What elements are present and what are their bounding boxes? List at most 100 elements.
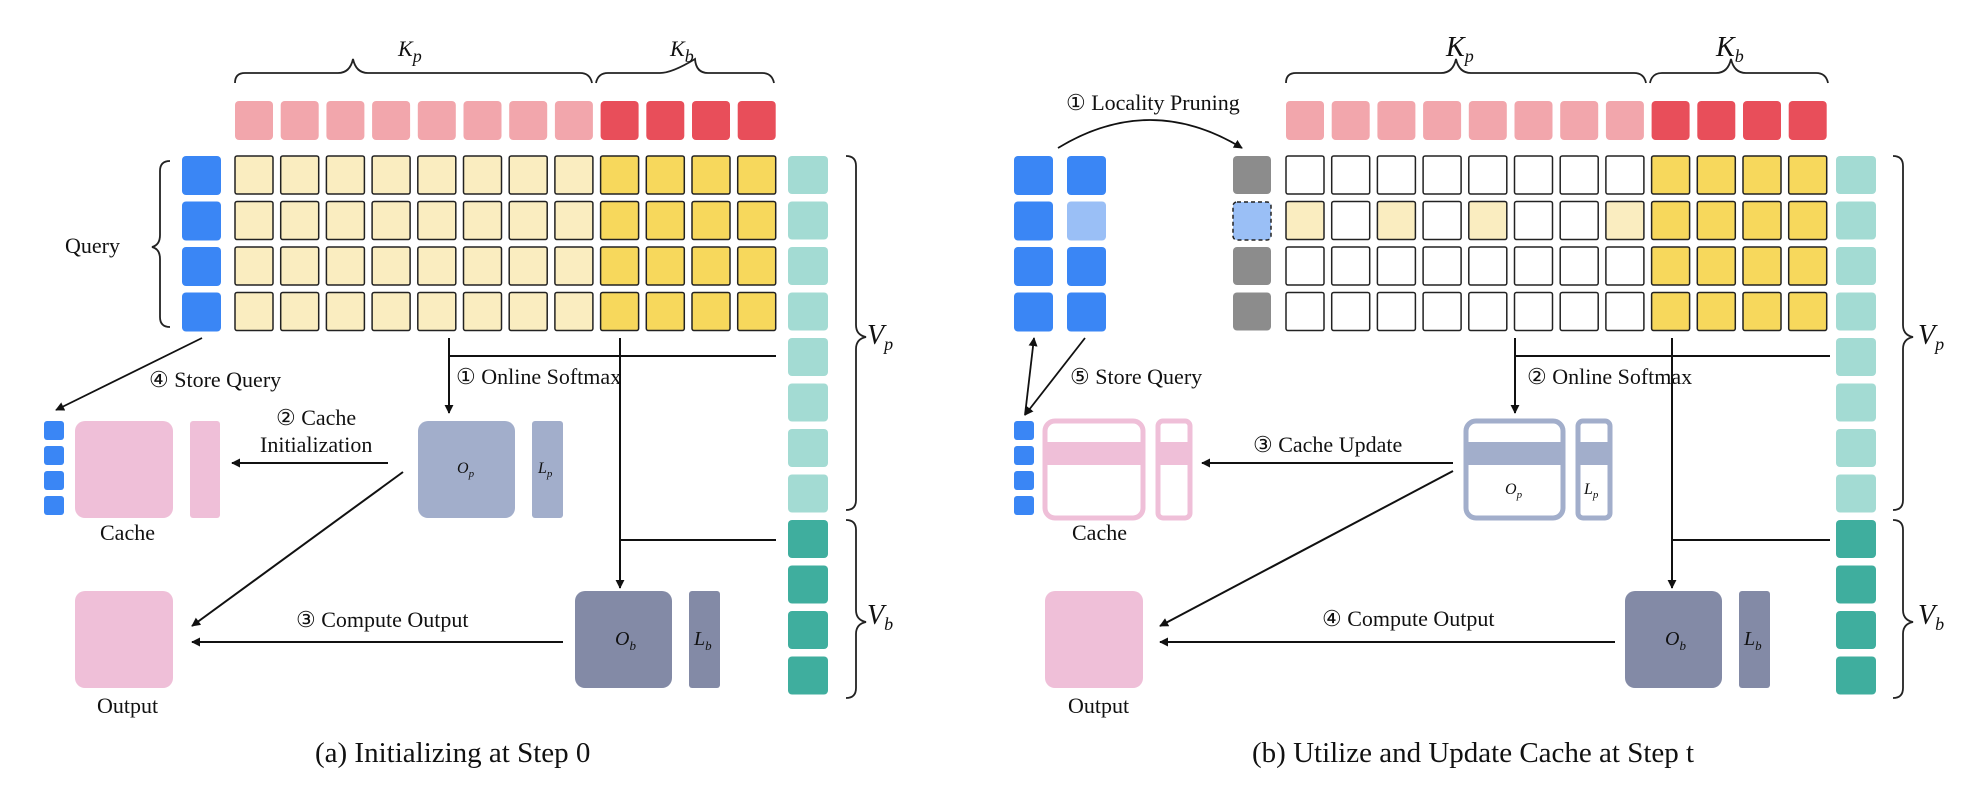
attn-prefix-cell <box>279 246 320 286</box>
attn-block-cell <box>691 200 731 241</box>
key-prefix-cell <box>463 101 502 140</box>
attn-prefix-cell <box>1513 291 1554 332</box>
key-block-cell <box>1651 101 1690 140</box>
locality-pruning-label: ① Locality Pruning <box>1066 90 1240 115</box>
value-prefix-cell <box>788 156 828 194</box>
masked-query-cell <box>1233 247 1271 285</box>
cache-norm-bar <box>1155 418 1193 521</box>
attn-block-cell <box>1696 246 1737 286</box>
attn-block-cell <box>1650 200 1691 241</box>
key-block-cell <box>692 101 730 140</box>
value-prefix-cell <box>788 429 828 467</box>
vb-label: Vb <box>867 600 893 634</box>
attn-prefix-cell <box>325 291 366 332</box>
lb-bar <box>1739 591 1770 688</box>
attn-block-cell <box>691 246 731 286</box>
value-block-cell <box>788 520 828 558</box>
attn-prefix-cell <box>279 155 320 195</box>
attn-prefix-cell <box>1513 200 1554 241</box>
attn-prefix-cell <box>554 291 594 332</box>
key-prefix-cell <box>280 101 319 140</box>
attn-block-cell <box>645 291 686 332</box>
attn-prefix-cell <box>1330 155 1371 195</box>
query-label: Query <box>65 233 120 258</box>
panel-a-initializing: Kp Kb Query Vp Vb ① Online Softmax <box>44 36 893 769</box>
kb-label: Kb <box>669 36 694 66</box>
stored-query-cell <box>44 496 64 515</box>
value-block-cell <box>1836 656 1876 695</box>
attn-block-cell <box>691 155 731 195</box>
attn-block-cell <box>1742 291 1782 332</box>
stored-query-cell <box>44 471 64 490</box>
attn-block-cell <box>1787 246 1828 286</box>
attn-block-cell <box>1650 246 1691 286</box>
masked-query-cell <box>1233 156 1271 194</box>
value-prefix-cell <box>1836 383 1876 422</box>
attn-block-cell <box>1650 155 1691 195</box>
cache-init-label-2: Initialization <box>260 432 372 457</box>
query-cell <box>1067 247 1106 286</box>
attn-block-cell <box>1787 200 1828 241</box>
key-prefix-cell <box>1560 101 1599 140</box>
online-softmax-label: ② Online Softmax <box>1527 364 1692 389</box>
attn-prefix-cell <box>234 246 274 286</box>
stored-query-cell <box>1014 421 1034 440</box>
value-column <box>1836 156 1876 695</box>
store-query-label: ⑤ Store Query <box>1070 364 1202 389</box>
query-cell <box>182 156 221 195</box>
query-cell <box>182 292 221 332</box>
key-prefix-cell <box>326 101 365 140</box>
attn-block-cell <box>1696 291 1737 332</box>
output-block <box>75 591 173 688</box>
pruned-slot-cell <box>1232 201 1272 241</box>
value-prefix-cell <box>1836 201 1876 240</box>
attn-prefix-cell <box>1285 155 1325 195</box>
key-prefix-cell <box>1468 101 1507 140</box>
key-block-cell <box>737 101 776 140</box>
kp-brace <box>1285 58 1647 84</box>
attn-prefix-cell <box>508 246 548 286</box>
query-brace <box>151 160 171 328</box>
attn-block-cell <box>1650 291 1691 332</box>
store-query-arrow <box>1024 337 1086 416</box>
load-query-arrow <box>1024 337 1038 416</box>
attn-prefix-cell <box>1285 200 1325 241</box>
attn-prefix-cell <box>1513 155 1554 195</box>
vp-brace <box>845 155 867 511</box>
attn-prefix-cell <box>417 155 457 195</box>
attn-prefix-cell <box>462 291 503 332</box>
attn-prefix-cell <box>1422 200 1462 241</box>
ob-block <box>575 591 672 688</box>
attn-prefix-cell <box>1559 200 1599 241</box>
value-prefix-cell <box>788 247 828 285</box>
ob-label: Ob <box>615 628 636 653</box>
attn-prefix-cell <box>508 291 548 332</box>
attn-prefix-cell <box>234 291 274 332</box>
value-prefix-cell <box>788 383 828 422</box>
kp-label: Kp <box>397 36 422 66</box>
attn-block-cell <box>1742 200 1782 241</box>
kb-brace <box>1649 58 1829 84</box>
query-cell <box>182 247 221 286</box>
attn-prefix-cell <box>325 200 366 241</box>
key-prefix-cell <box>372 101 411 140</box>
attn-prefix-cell <box>1513 246 1554 286</box>
stored-query-cell <box>44 446 64 465</box>
query-cell <box>1014 156 1053 195</box>
value-column <box>788 156 828 695</box>
locality-pruning-arrow <box>1057 119 1243 149</box>
attn-prefix-cell <box>371 291 411 332</box>
attn-block-cell <box>1696 200 1737 241</box>
stored-query-cell <box>1014 496 1034 515</box>
lp-bar <box>532 421 563 518</box>
value-block-cell <box>1836 565 1876 604</box>
attn-prefix-cell <box>325 246 366 286</box>
value-prefix-cell <box>1836 247 1876 285</box>
attn-prefix-cell <box>1559 155 1599 195</box>
output-label: Output <box>97 693 158 718</box>
attn-prefix-cell <box>1468 246 1508 286</box>
query-cell <box>1014 292 1053 332</box>
attn-prefix-cell <box>554 200 594 241</box>
key-prefix-cell <box>1286 101 1324 140</box>
attn-prefix-cell <box>279 291 320 332</box>
